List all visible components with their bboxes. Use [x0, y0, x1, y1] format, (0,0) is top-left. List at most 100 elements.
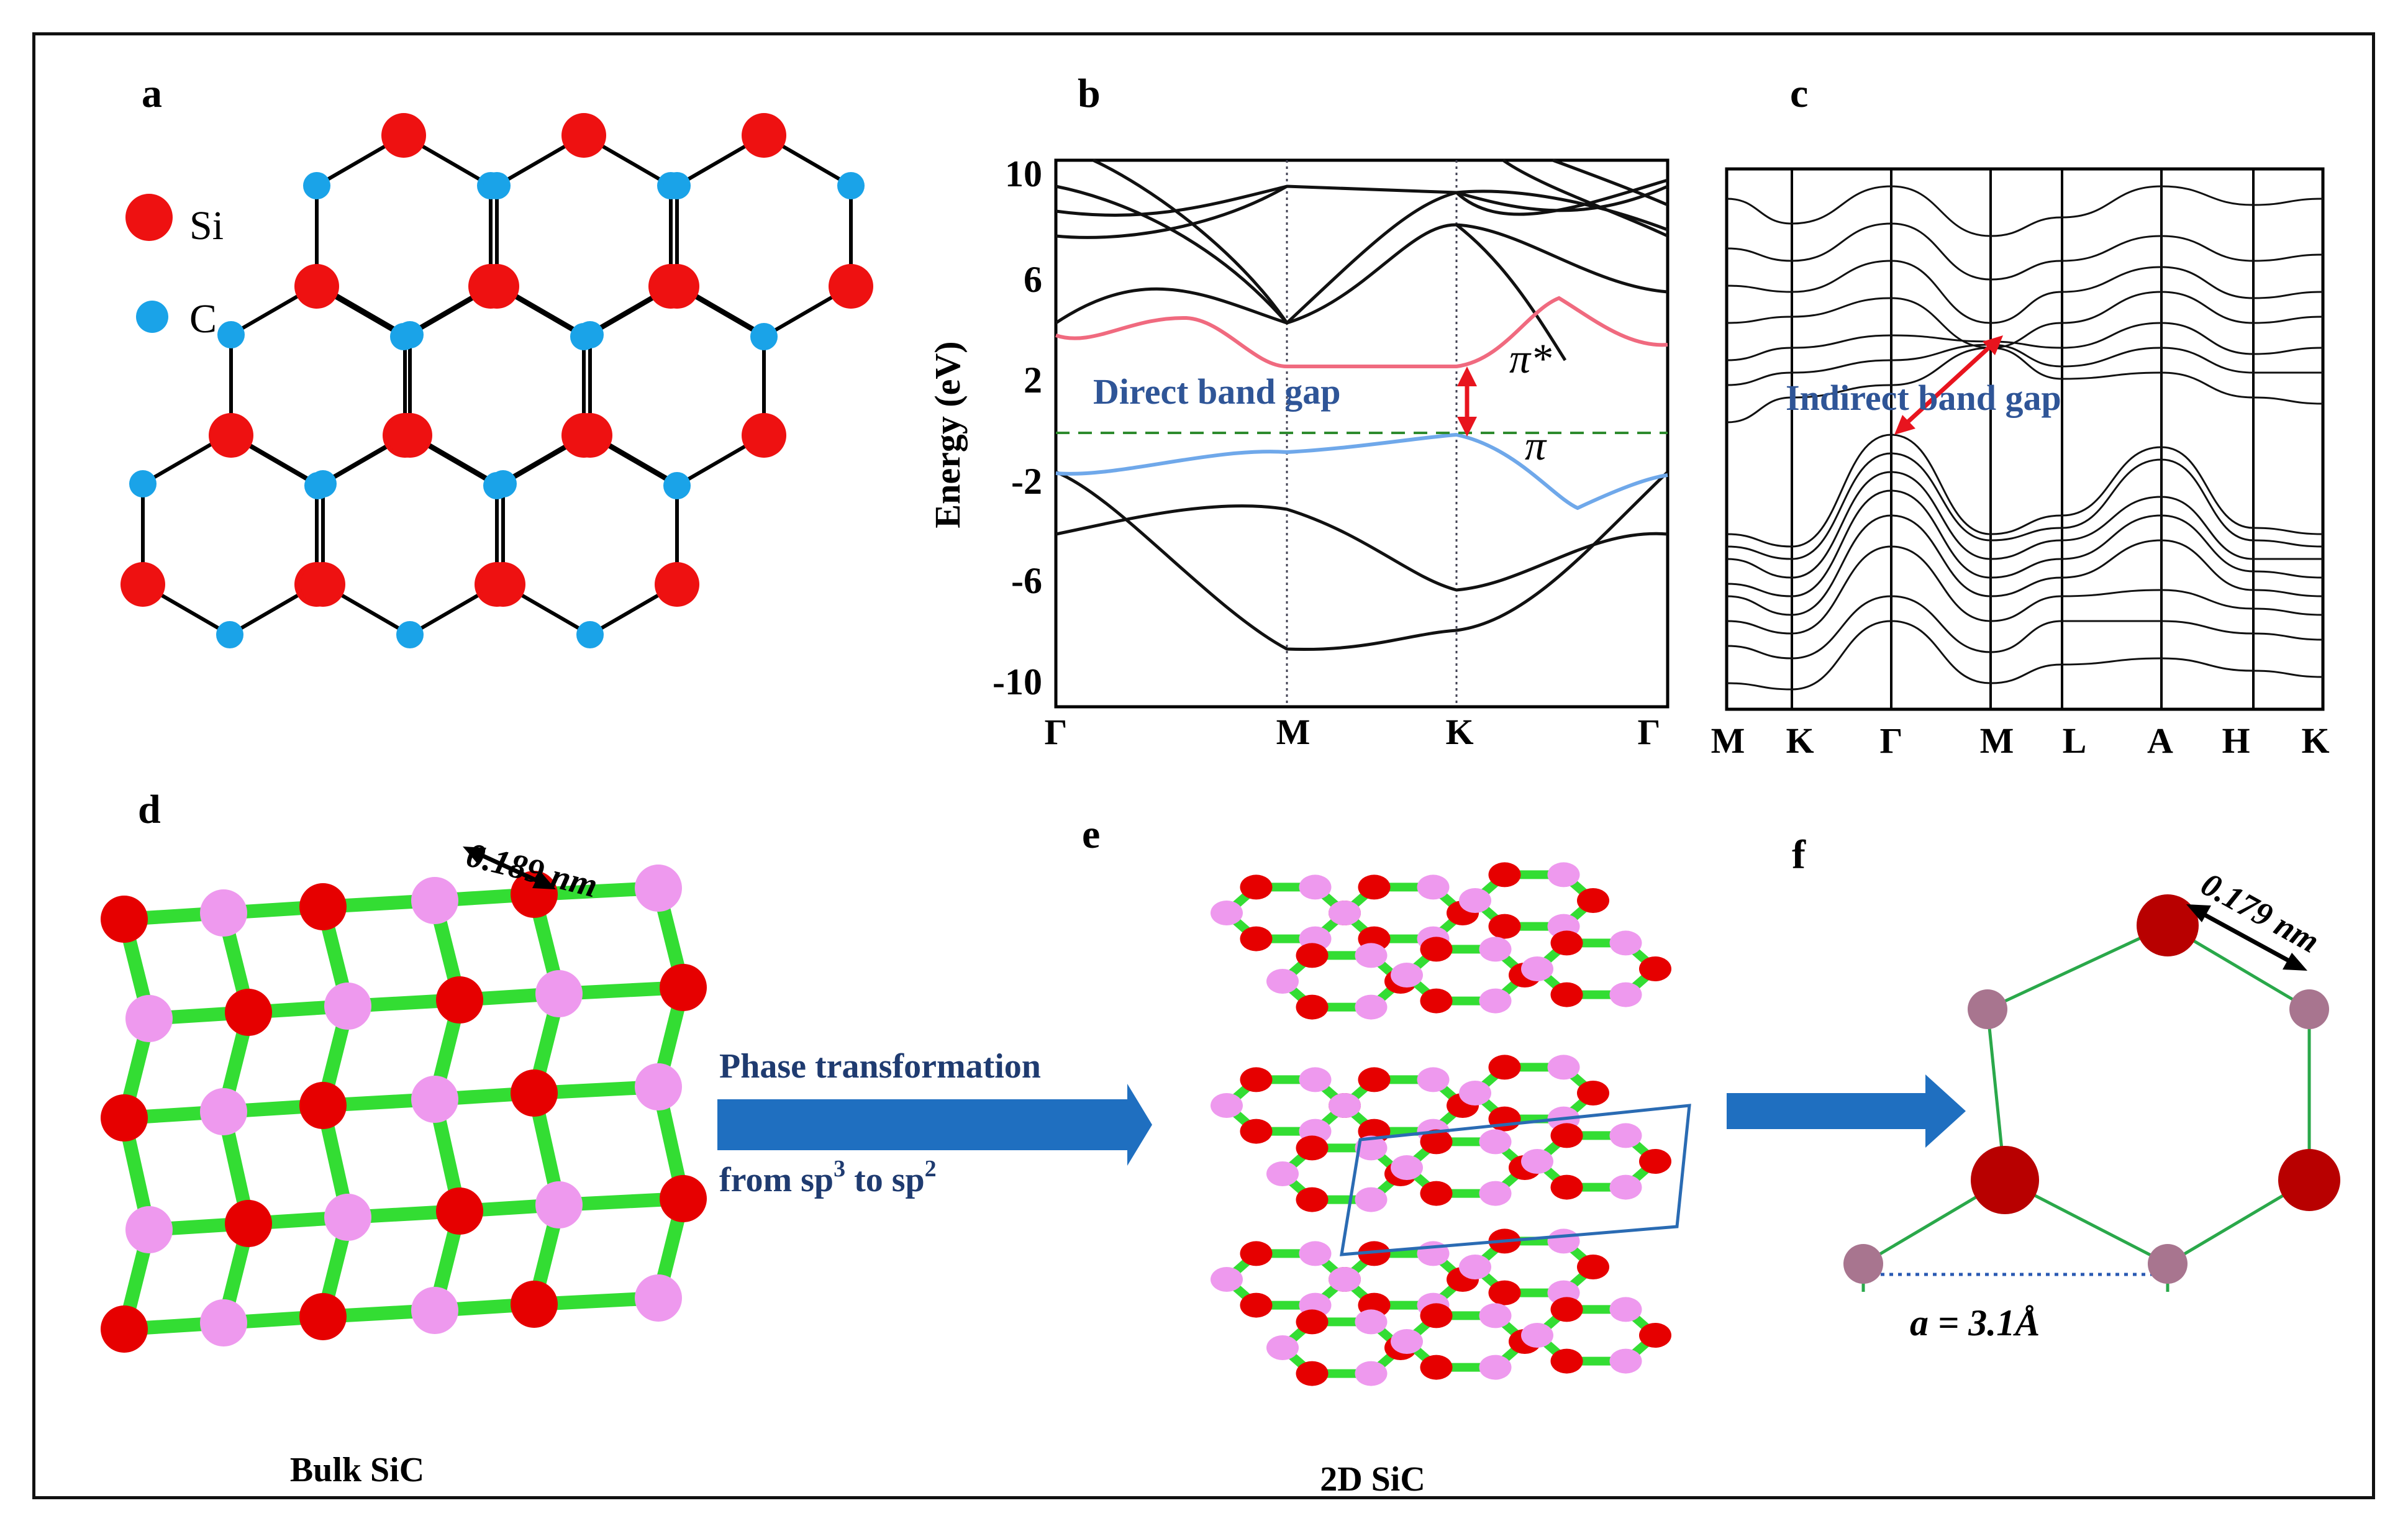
c-tick-a: A	[2147, 720, 2173, 761]
c-atom	[1266, 1161, 1299, 1186]
si-atom	[1488, 914, 1521, 939]
c-atom	[1355, 1361, 1388, 1386]
si-atom	[1420, 1181, 1453, 1206]
bulk-band-line	[1726, 452, 2324, 560]
sup-2: 2	[925, 1156, 937, 1182]
bulk-band-line	[1726, 595, 2324, 660]
c-atom	[1459, 1255, 1491, 1279]
si-atom	[660, 964, 707, 1011]
bulk-band-line	[1726, 322, 2324, 361]
c-tick-l: L	[2063, 720, 2087, 761]
si-atom	[225, 989, 272, 1036]
c-atom-upper-right	[2289, 989, 2329, 1029]
y-tick-2: 2	[1024, 360, 1042, 401]
si-atom	[568, 413, 612, 458]
arrow-e-f-head	[1925, 1074, 1966, 1148]
c-atom	[1609, 1174, 1642, 1200]
si-atom	[1577, 1081, 1609, 1105]
si-atom	[1550, 930, 1583, 956]
si-atom	[1240, 1292, 1273, 1318]
c-atom	[125, 1206, 173, 1253]
si-atom	[101, 1305, 148, 1353]
indirect-gap-arrowhead-top	[1983, 335, 2003, 355]
si-atom	[299, 883, 347, 930]
direct-band-gap-label: Direct band gap	[1093, 371, 1341, 412]
c-atom	[1547, 1055, 1580, 1080]
si-atom	[1296, 1187, 1329, 1212]
c-atom	[1211, 1267, 1243, 1292]
c-atom	[396, 621, 424, 648]
c-atom	[303, 172, 330, 199]
y-tick-labels: 10 6 2 -2 -6 -10	[993, 153, 1042, 702]
c-atom	[1355, 994, 1388, 1020]
x-tick-gamma-2: Γ	[1638, 712, 1661, 752]
2d-sic-layers	[1211, 862, 1671, 1386]
c-atom	[576, 621, 604, 648]
bulk-band-plot-frame	[1725, 167, 2325, 711]
arrowhead-d-right	[532, 871, 556, 889]
si-atom	[1296, 1361, 1329, 1386]
valence-band-pi	[1055, 432, 1668, 511]
direct-gap-arrowhead-down	[1457, 417, 1477, 437]
si-atom	[481, 562, 525, 607]
c-atom	[1329, 1093, 1361, 1118]
si-atom-left	[1971, 1146, 2039, 1214]
unit-cell-outline	[1340, 1104, 1691, 1256]
c-atom	[1355, 1135, 1388, 1161]
si-atom	[1550, 1123, 1583, 1148]
bulk-sic-caption: Bulk SiC	[290, 1451, 424, 1489]
arrowhead-f-right	[2283, 953, 2307, 971]
c-atom	[535, 1181, 583, 1228]
bulk-band-line	[1726, 434, 2324, 548]
energy-axis-title: Energy (eV)	[927, 341, 968, 528]
c-atom	[663, 472, 691, 499]
c-atom	[1266, 1335, 1299, 1360]
c-atom	[1479, 1129, 1512, 1155]
c-atom	[635, 865, 682, 912]
si-atom	[1639, 1149, 1671, 1174]
si-atom	[209, 413, 253, 458]
bulk-band-line	[1726, 343, 2323, 386]
si-atom	[1296, 1135, 1329, 1161]
x-tick-labels-b: Γ M K Γ	[1045, 712, 1661, 752]
si-atom	[1296, 994, 1329, 1020]
bulk-band-line	[1726, 347, 2324, 424]
c-atom	[1417, 874, 1450, 900]
bulk-band-lines	[1726, 185, 2324, 691]
si-atom	[381, 113, 426, 158]
si-atom	[1488, 1106, 1521, 1132]
si-atom	[1240, 1067, 1273, 1092]
si-atom	[511, 1069, 558, 1117]
c-atom	[1547, 862, 1580, 888]
panel-c: c Indirect band gap M K Γ M L A H K	[1711, 71, 2330, 761]
bulk-sic-structure	[101, 865, 707, 1353]
c-tick-gamma: Γ	[1880, 720, 1903, 761]
si-atom	[225, 1200, 272, 1247]
panel-d-label: d	[138, 787, 161, 832]
c-atom	[1329, 901, 1361, 925]
si-atom	[829, 264, 873, 309]
arrow-e-f-shaft	[1727, 1093, 1925, 1129]
si-atom	[1639, 1323, 1671, 1348]
si-atom	[1420, 1129, 1453, 1155]
legend-c-label: C	[189, 296, 217, 342]
x-tick-gamma-1: Γ	[1045, 712, 1068, 752]
si-atom	[1420, 1303, 1453, 1328]
pi-label: π	[1525, 422, 1547, 469]
c-atom	[1521, 1323, 1553, 1348]
si-atom	[561, 113, 606, 158]
bond-length-arrow-f	[2194, 907, 2299, 968]
panel-f-label: f	[1792, 832, 1806, 878]
c-tick-m1: M	[1711, 720, 1745, 761]
arrow-e-to-f	[1727, 1074, 1966, 1148]
c-atom	[1299, 1241, 1332, 1266]
lattice-constant-label: a = 3.1Å	[1910, 1302, 2040, 1343]
si-atom	[1240, 1119, 1273, 1144]
indirect-gap-arrow	[1899, 338, 1999, 430]
c-atom	[576, 321, 604, 348]
bulk-band-line	[1726, 514, 2324, 616]
c-atom	[1521, 956, 1553, 981]
c-atom	[635, 1274, 682, 1322]
